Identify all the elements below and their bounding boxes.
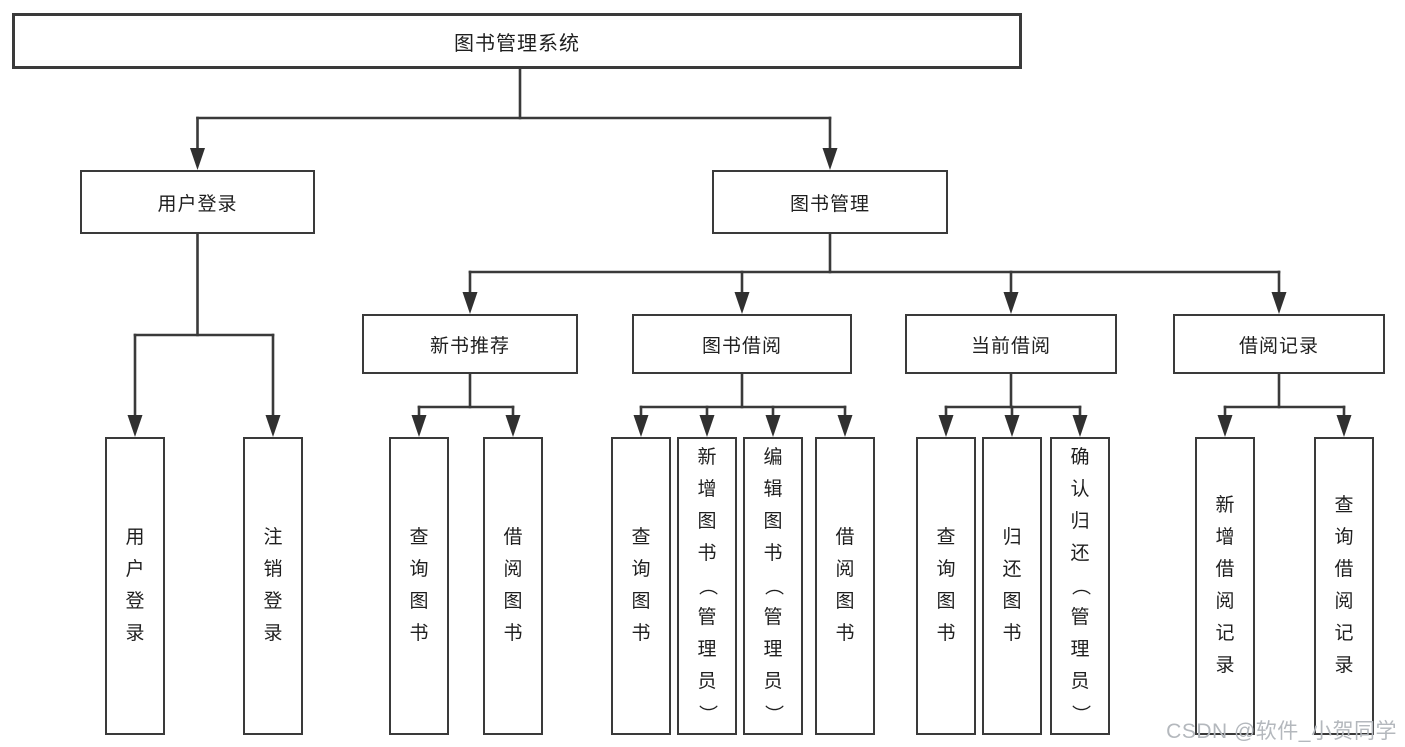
leaf-bb-add-books-admin-label: 新增图书（管理员） — [696, 447, 718, 724]
watermark: CSDN @软件_小贺同学 — [1166, 720, 1397, 743]
node-book-borrowing-label: 图书借阅 — [701, 335, 782, 357]
node-user-login-label: 用户登录 — [157, 193, 238, 215]
leaf-bb-add-books-admin: 新增图书（管理员） — [677, 437, 737, 735]
leaf-logout: 注销登录 — [243, 437, 303, 735]
leaf-nbr-borrow-books: 借阅图书 — [483, 437, 543, 735]
leaf-nbr-query-books: 查询图书 — [389, 437, 449, 735]
arrowheads — [127, 148, 1352, 437]
node-root-system: 图书管理系统 — [12, 13, 1022, 69]
node-borrowing-records-label: 借阅记录 — [1238, 335, 1319, 357]
leaf-cb-return-books-label: 归还图书 — [1002, 527, 1022, 644]
leaf-bb-query-books: 查询图书 — [611, 437, 671, 735]
node-root-label: 图书管理系统 — [454, 32, 580, 55]
leaf-cb-confirm-return-admin: 确认归还（管理员） — [1050, 437, 1110, 735]
leaf-nbr-query-books-label: 查询图书 — [409, 527, 429, 644]
leaf-user-login-label: 用户登录 — [125, 527, 145, 644]
node-new-book-recommend: 新书推荐 — [362, 314, 578, 374]
leaf-bb-query-books-label: 查询图书 — [631, 527, 651, 644]
node-current-borrowing: 当前借阅 — [905, 314, 1117, 374]
leaf-cb-confirm-return-admin-label: 确认归还（管理员） — [1069, 447, 1091, 724]
leaf-cb-query-books-label: 查询图书 — [936, 527, 956, 644]
leaf-logout-label: 注销登录 — [263, 527, 283, 644]
leaf-br-query-record-label: 查询借阅记录 — [1334, 495, 1354, 676]
node-book-management: 图书管理 — [712, 170, 948, 234]
leaf-nbr-borrow-books-label: 借阅图书 — [503, 527, 523, 644]
leaf-bb-borrow-books: 借阅图书 — [815, 437, 875, 735]
leaf-bb-edit-books-admin: 编辑图书（管理员） — [743, 437, 803, 735]
node-book-borrowing: 图书借阅 — [632, 314, 852, 374]
leaf-cb-query-books: 查询图书 — [916, 437, 976, 735]
leaf-bb-edit-books-admin-label: 编辑图书（管理员） — [762, 447, 784, 724]
leaf-cb-return-books: 归还图书 — [982, 437, 1042, 735]
node-user-login: 用户登录 — [80, 170, 315, 234]
leaf-br-query-record: 查询借阅记录 — [1314, 437, 1374, 735]
leaf-br-add-record: 新增借阅记录 — [1195, 437, 1255, 735]
leaf-user-login: 用户登录 — [105, 437, 165, 735]
node-book-management-label: 图书管理 — [789, 193, 870, 215]
node-current-borrowing-label: 当前借阅 — [970, 335, 1051, 357]
node-borrowing-records: 借阅记录 — [1173, 314, 1385, 374]
leaf-bb-borrow-books-label: 借阅图书 — [835, 527, 855, 644]
leaf-br-add-record-label: 新增借阅记录 — [1215, 495, 1235, 676]
node-new-book-recommend-label: 新书推荐 — [429, 335, 510, 357]
